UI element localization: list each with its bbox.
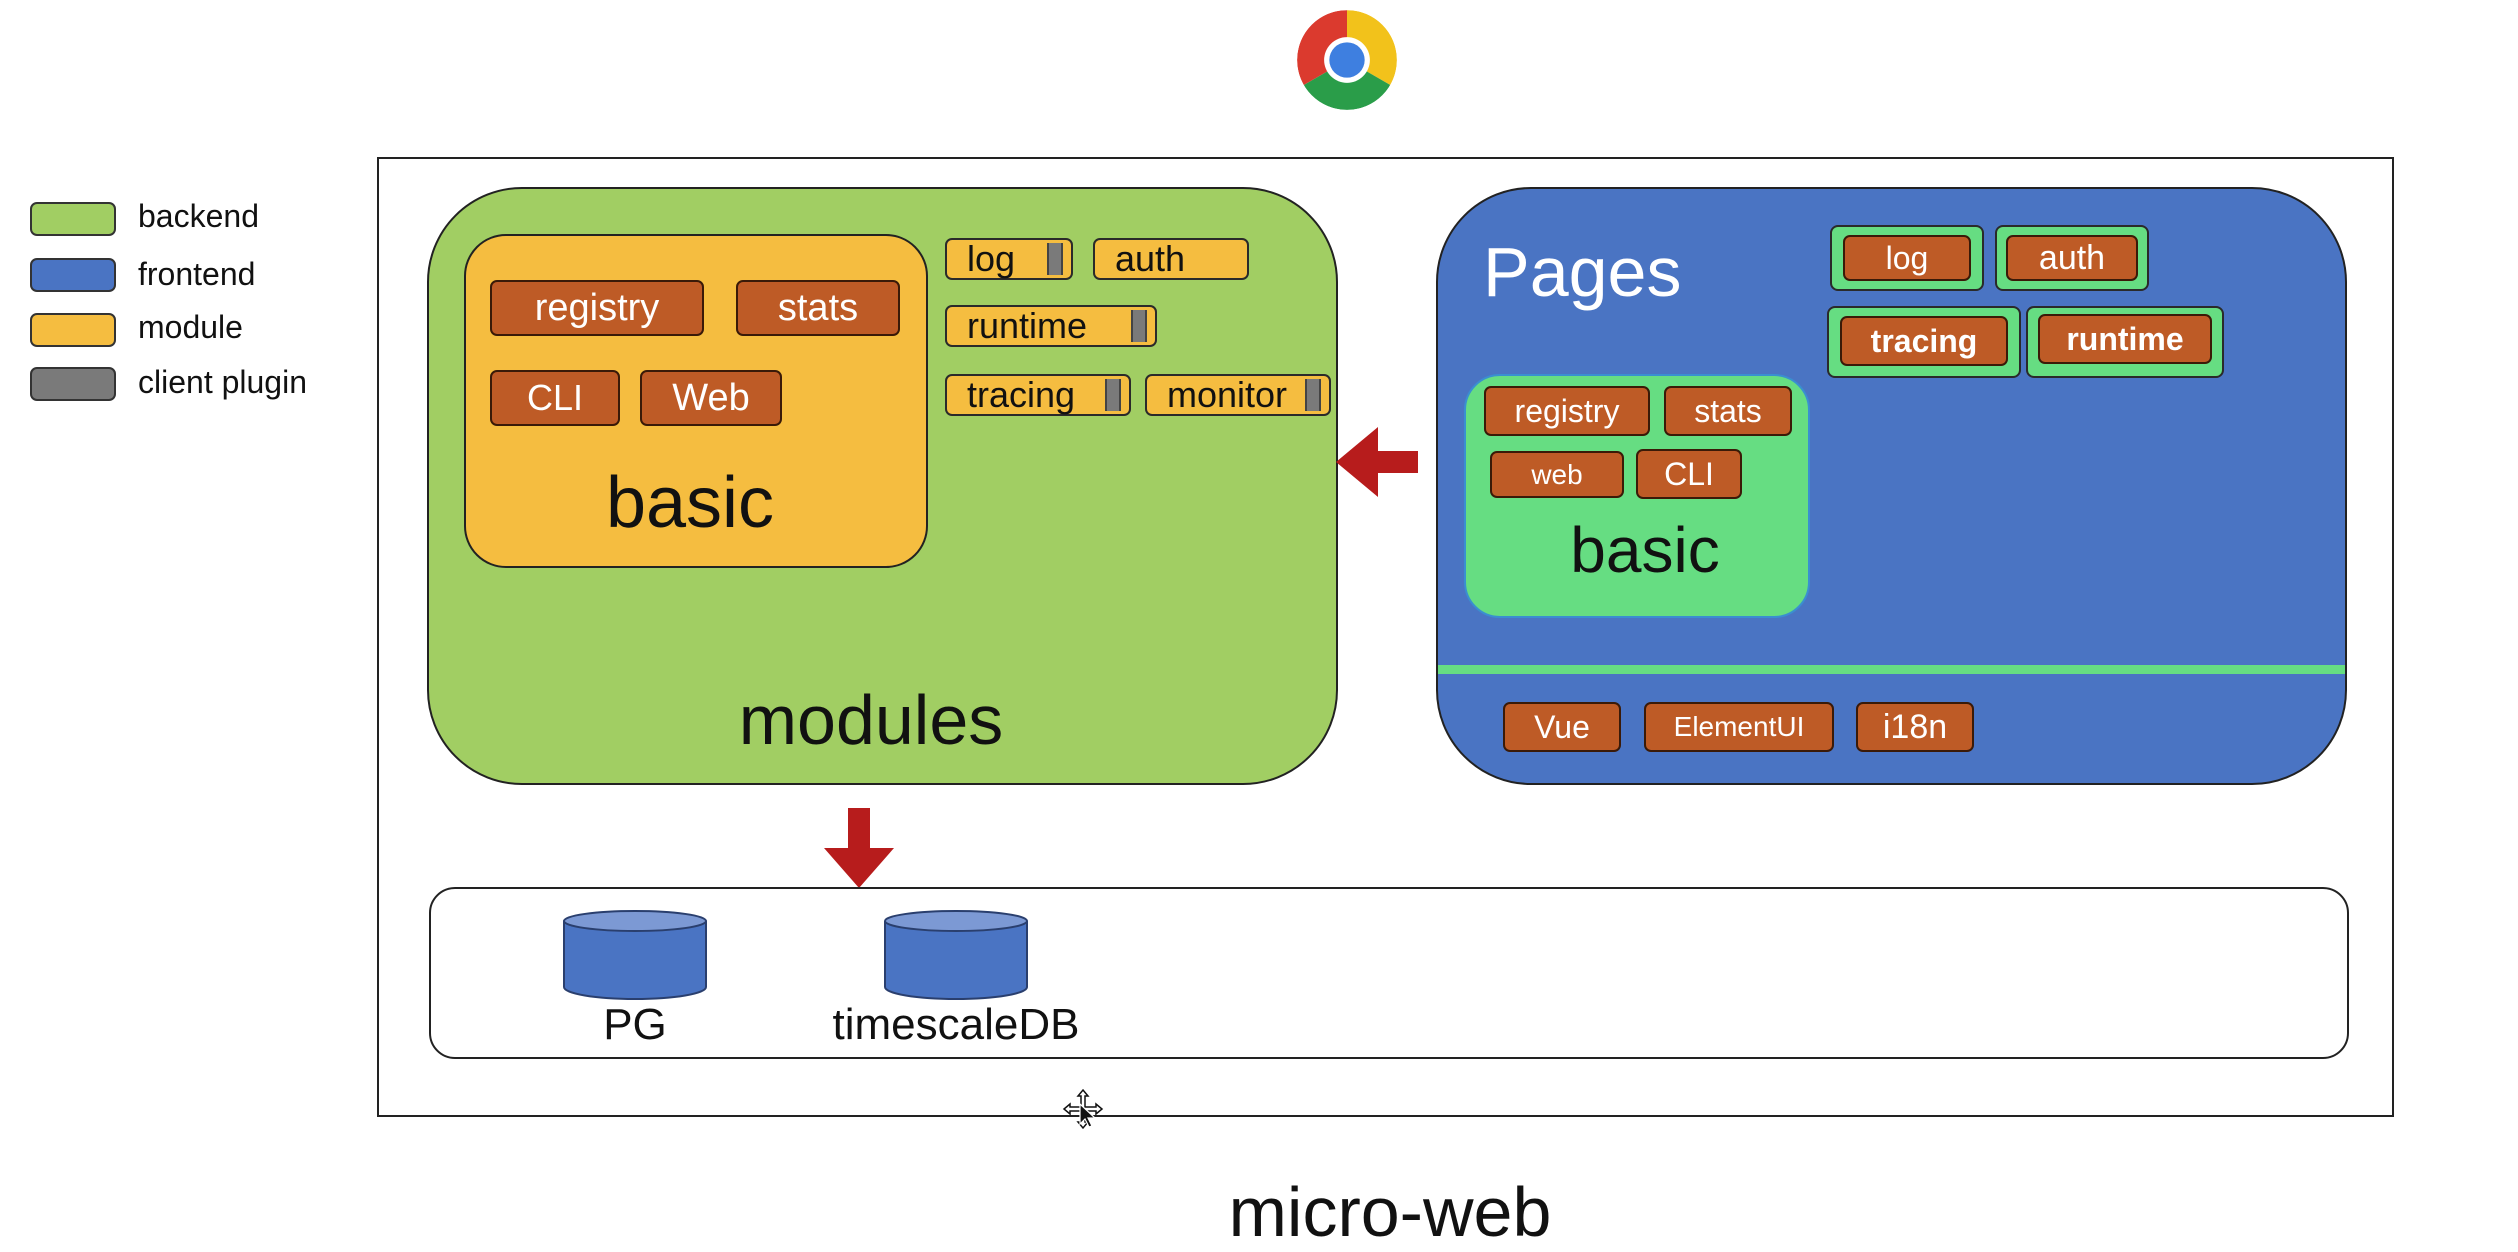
modules-basic-stats: stats — [736, 280, 900, 336]
legend-swatch-frontend — [30, 258, 116, 292]
client-plugin-marker — [1305, 379, 1321, 411]
pages-plugin-auth: auth — [2006, 235, 2138, 281]
move-cursor-icon — [1062, 1088, 1104, 1130]
modules-basic-cli: CLI — [490, 370, 620, 426]
modules-plugin-monitor: monitor — [1145, 374, 1331, 416]
legend-label-client-plugin: client plugin — [138, 364, 307, 400]
modules-plugin-runtime: runtime — [945, 305, 1157, 347]
database-icon-pg — [563, 910, 707, 1000]
modules-basic-web: Web — [640, 370, 782, 426]
modules-plugin-auth-label: auth — [1115, 238, 1186, 279]
pages-plugin-log: log — [1843, 235, 1971, 281]
pages-basic-stats: stats — [1664, 386, 1792, 436]
pages-plugin-runtime: runtime — [2038, 314, 2212, 364]
pages-lib-vue: Vue — [1503, 702, 1621, 752]
modules-plugin-log-label: log — [967, 238, 1016, 279]
legend-swatch-backend — [30, 202, 116, 236]
legend-label-module: module — [138, 309, 243, 345]
modules-plugin-tracing: tracing — [945, 374, 1131, 416]
legend-swatch-module — [30, 313, 116, 347]
modules-basic-registry: registry — [490, 280, 704, 336]
database-label-pg: PG — [603, 1000, 667, 1049]
pages-lib-elementui: ElementUI — [1644, 702, 1834, 752]
modules-plugin-log: log — [945, 238, 1073, 280]
modules-plugin-monitor-label: monitor — [1167, 374, 1288, 415]
modules-plugin-tracing-label: tracing — [967, 374, 1076, 415]
database-label-timescaledb: timescaleDB — [832, 1000, 1080, 1049]
pages-basic-title: basic — [1570, 514, 1720, 586]
arrow-modules-to-storage — [824, 808, 894, 888]
legend-label-frontend: frontend — [138, 256, 256, 292]
chrome-icon — [1297, 10, 1397, 110]
storage-panel — [429, 887, 2349, 1059]
arrow-pages-to-modules — [1336, 427, 1418, 497]
pages-basic-registry: registry — [1484, 386, 1650, 436]
legend-swatch-client-plugin — [30, 367, 116, 401]
pages-basic-web: web — [1490, 451, 1624, 498]
modules-plugin-runtime-label: runtime — [967, 305, 1088, 346]
client-plugin-marker — [1131, 310, 1147, 342]
diagram-caption: micro-web — [1228, 1173, 1552, 1251]
legend-label-backend: backend — [138, 198, 259, 234]
pages-basic-cli: CLI — [1636, 449, 1742, 499]
database-icon-timescaledb — [884, 910, 1028, 1000]
pages-plugin-tracing: tracing — [1840, 316, 2008, 366]
modules-title: modules — [738, 681, 1004, 759]
pages-title: Pages — [1483, 233, 1682, 311]
micro-web-frame — [377, 157, 2394, 1117]
pages-divider — [1438, 665, 2345, 674]
client-plugin-marker — [1047, 243, 1063, 275]
modules-basic-title: basic — [605, 463, 775, 543]
modules-plugin-auth: auth — [1093, 238, 1249, 280]
client-plugin-marker — [1105, 379, 1121, 411]
pages-lib-i18n: i18n — [1856, 702, 1974, 752]
